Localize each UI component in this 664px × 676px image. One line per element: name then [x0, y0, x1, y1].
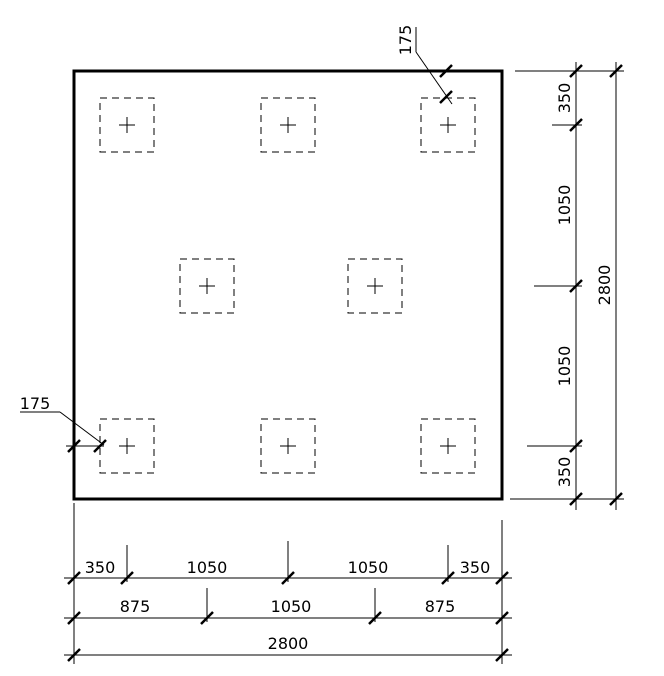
pile [260, 418, 316, 474]
pile [420, 97, 476, 153]
dim-right-1: 350 [555, 83, 574, 114]
dim-right-total: 2800 [595, 265, 614, 306]
callout-left-label: 175 [20, 394, 51, 413]
dim-bottom-row2-3: 875 [425, 597, 456, 616]
dim-right-4: 350 [555, 457, 574, 488]
dim-bottom-row1-2: 1050 [187, 558, 228, 577]
right-dimension-chain: 350 1050 1050 350 2800 [510, 62, 624, 510]
dim-bottom-row1-1: 350 [85, 558, 116, 577]
pile [99, 418, 155, 474]
dim-bottom-row1-4: 350 [460, 558, 491, 577]
dim-bottom-row2-1: 875 [120, 597, 151, 616]
pile [420, 418, 476, 474]
pile [260, 97, 316, 153]
callout-top-175: 175 [396, 25, 453, 105]
slab-outline [72, 69, 504, 501]
dim-right-3: 1050 [555, 346, 574, 387]
dim-right-2: 1050 [555, 185, 574, 226]
pile-group [99, 97, 476, 474]
pile [99, 97, 155, 153]
dim-bottom-row1-3: 1050 [348, 558, 389, 577]
pile [179, 258, 235, 314]
callout-left-175: 175 [20, 394, 107, 453]
pile [347, 258, 403, 314]
bottom-dimension-chain: 350 1050 1050 350 875 1050 875 2800 [64, 503, 512, 664]
callout-top-label: 175 [396, 25, 415, 56]
dim-bottom-total: 2800 [268, 634, 309, 653]
dim-bottom-row2-2: 1050 [271, 597, 312, 616]
